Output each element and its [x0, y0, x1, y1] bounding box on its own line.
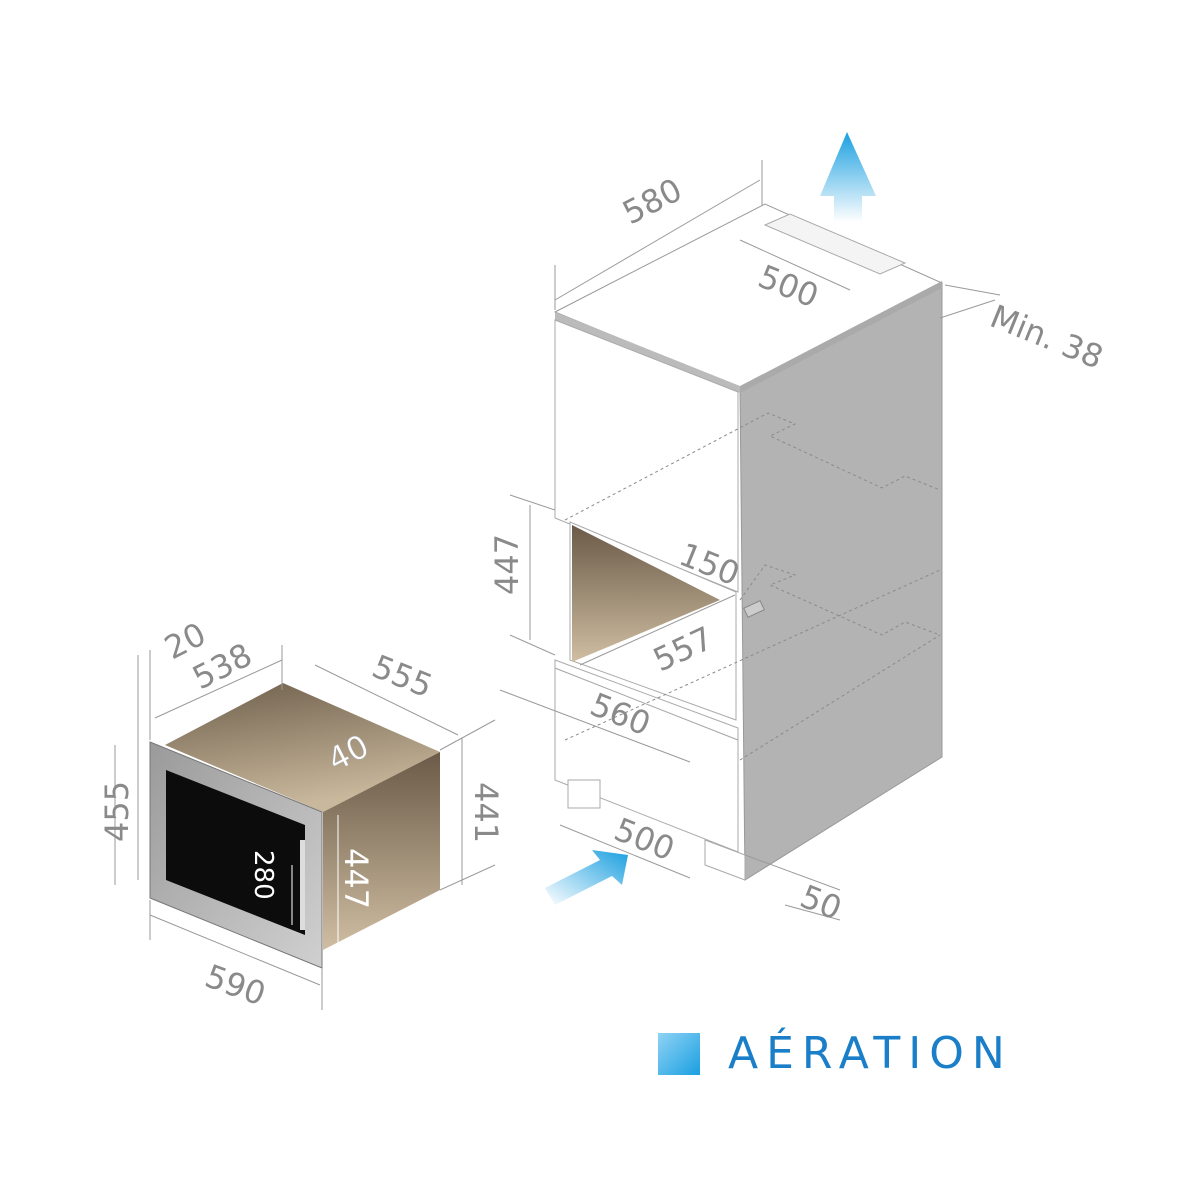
aeration-swatch-icon	[658, 1032, 700, 1075]
dim-min-38: Min. 38	[985, 297, 1108, 376]
cabinet-foot	[704, 839, 746, 881]
microwave-dimension-lines	[114, 645, 496, 1010]
air-outlet-arrow-icon	[820, 132, 876, 222]
niche-shelf	[554, 659, 739, 741]
legend-label: AÉRATION	[728, 1028, 1013, 1079]
cabinet-dimension-lines	[499, 160, 1001, 921]
cabinet-top-edge	[555, 312, 740, 393]
dim-cabinet-width-580: 580	[616, 171, 688, 233]
microwave-top	[165, 683, 440, 812]
dim-frame-height-455: 455	[98, 781, 136, 842]
air-inlet-arrow-icon	[545, 850, 628, 905]
microwave-side	[323, 752, 440, 950]
microwave-window	[166, 770, 305, 935]
niche-back-shade	[572, 525, 720, 662]
cabinet-top-edge-right	[740, 281, 942, 393]
dim-body-height-441: 441	[467, 782, 505, 843]
microwave	[149, 683, 440, 969]
cabinet-foot	[567, 779, 601, 809]
side-hinge	[743, 600, 765, 618]
dim-window-280: 280	[248, 850, 278, 900]
legend-aeration: AÉRATION	[658, 1028, 1013, 1079]
dim-niche-height-447: 447	[488, 534, 526, 595]
cabinet	[553, 203, 944, 881]
top-vent-slot	[763, 213, 907, 275]
dim-body-height-447: 447	[337, 848, 375, 909]
cabinet-front-upper	[554, 319, 739, 593]
dim-depth-555: 555	[367, 647, 438, 705]
dim-frame-width-590: 590	[200, 957, 270, 1014]
microwave-handle	[300, 840, 305, 930]
